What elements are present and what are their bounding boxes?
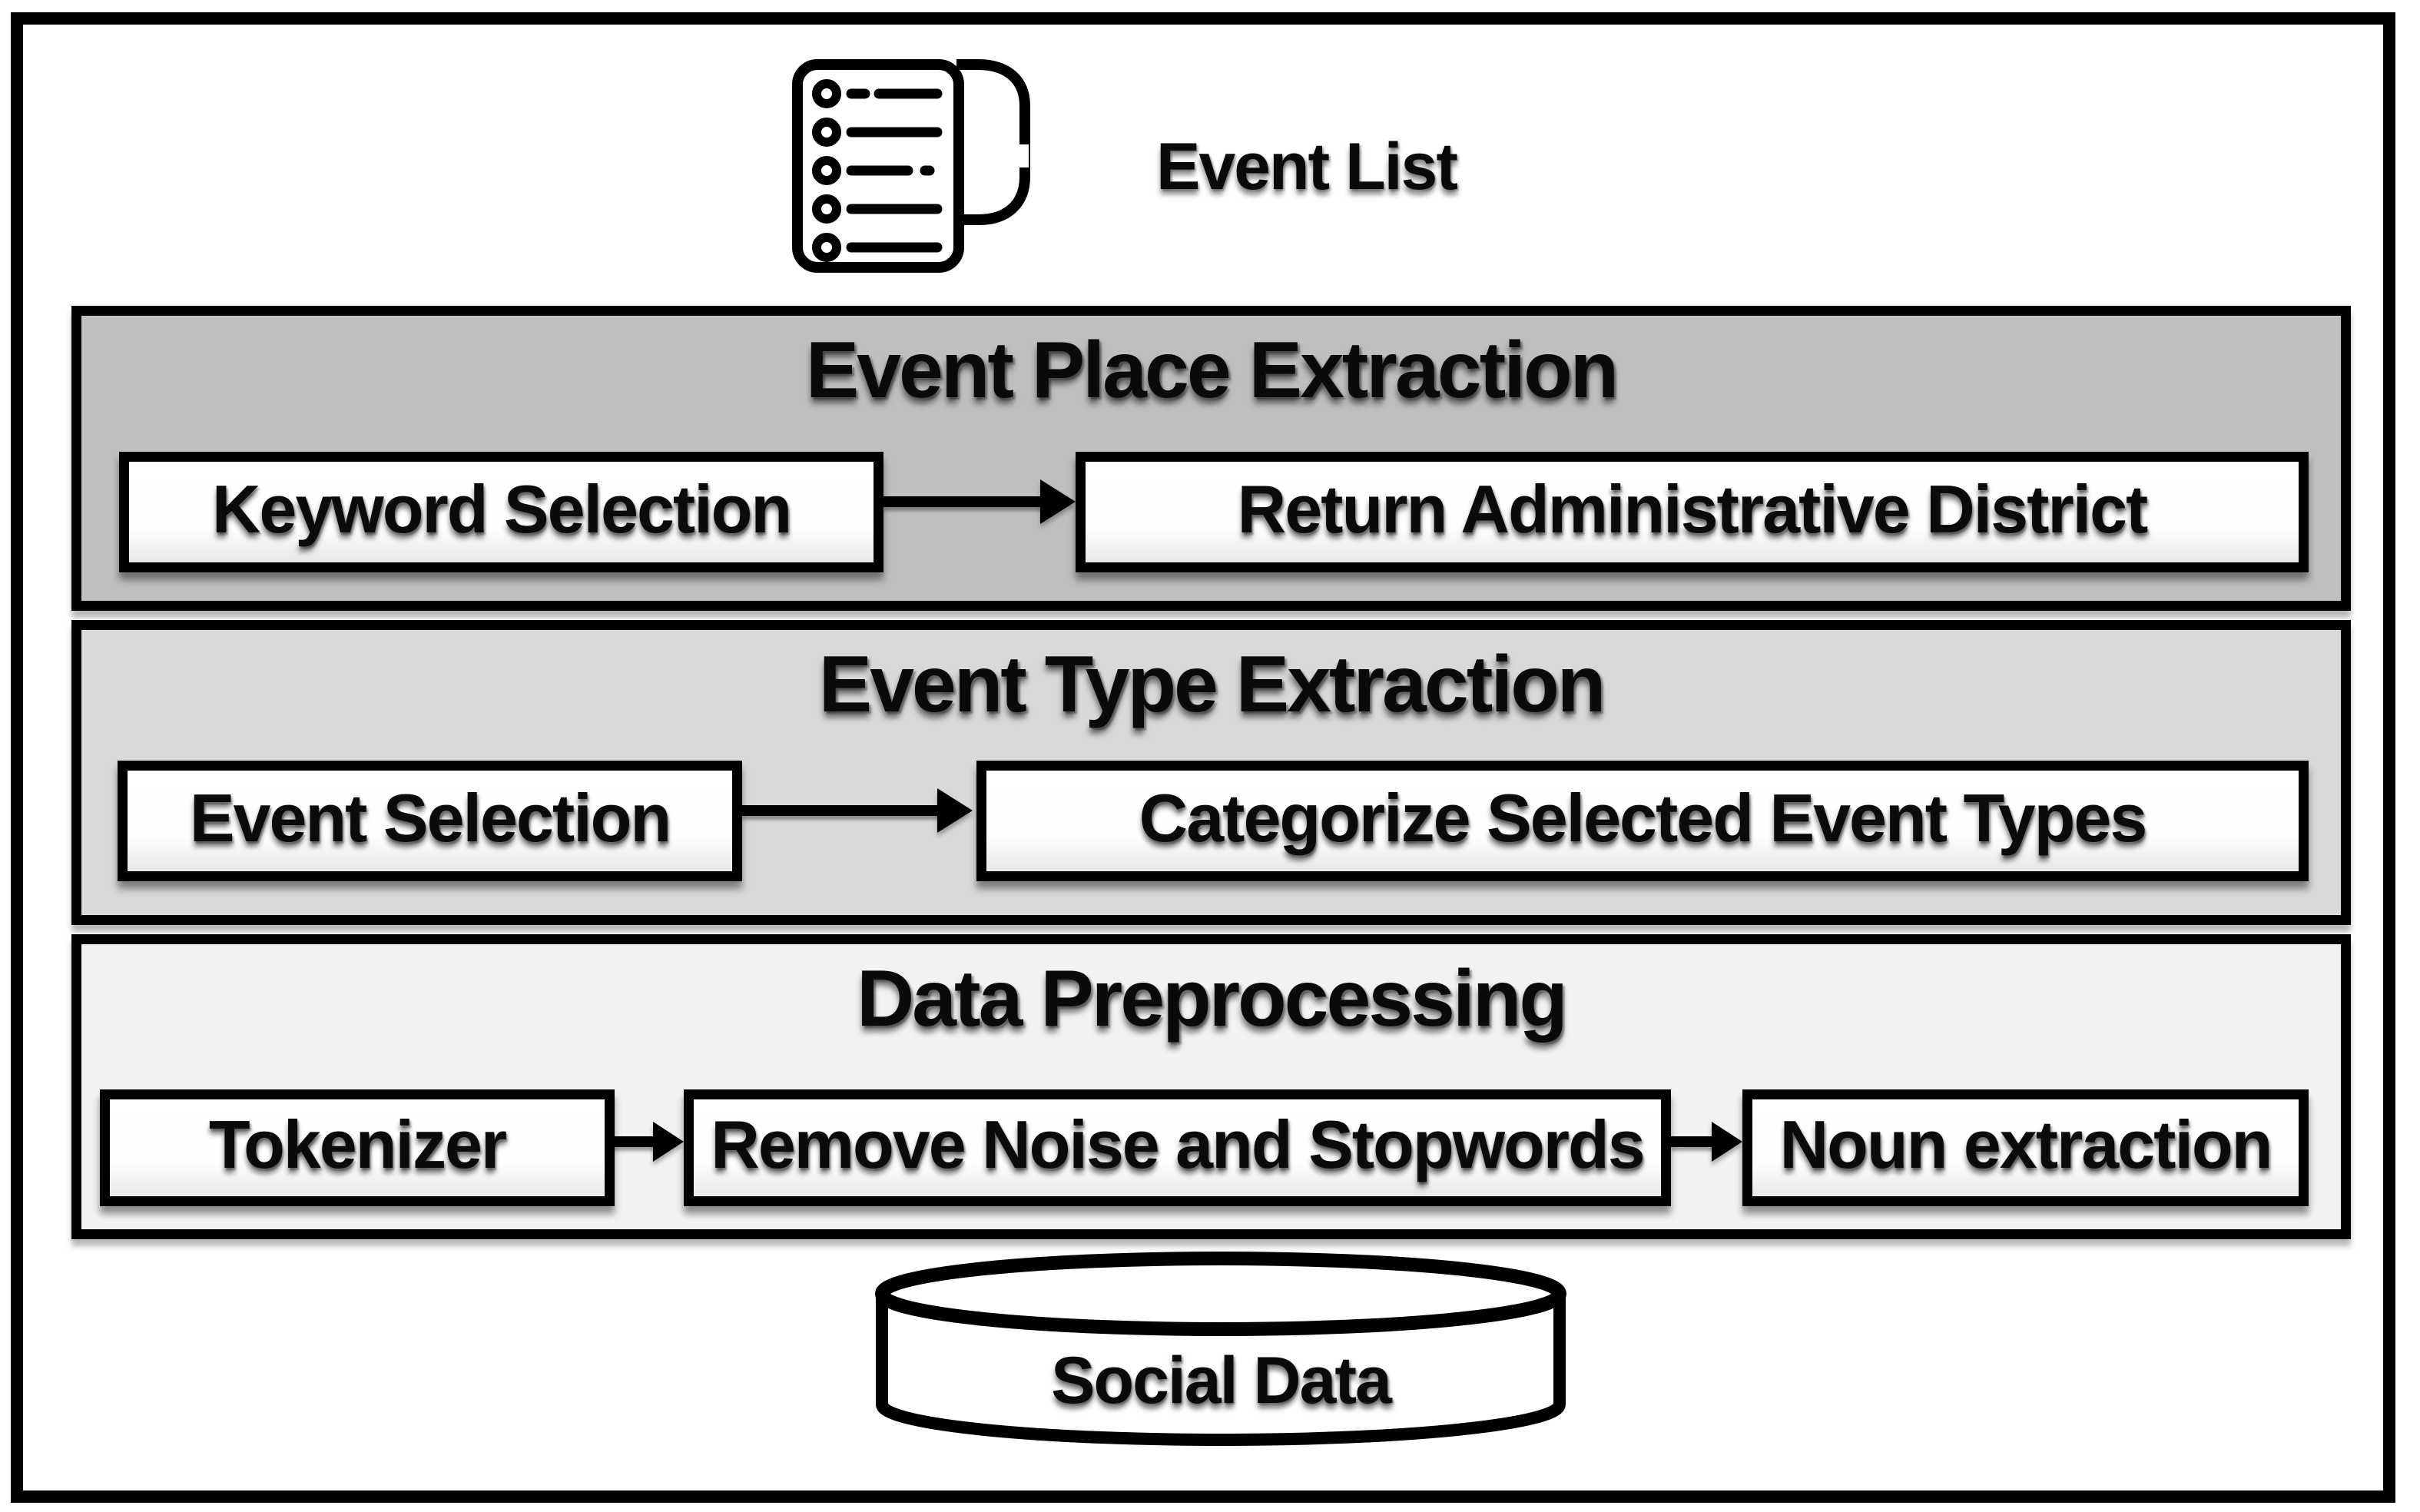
arrow-shaft (613, 1136, 659, 1147)
diagram-outer-frame (11, 12, 2395, 1503)
step-label-return-administrative-district: Return Administrative District (1237, 470, 2149, 547)
arrow-remove-noise-to-noun-extraction (1671, 1119, 1742, 1164)
arrow-shaft (742, 805, 945, 816)
database-cylinder-icon (875, 1252, 1566, 1446)
band-event-place-extraction: Event Place Extraction Keyword Selection… (71, 306, 2351, 611)
step-label-event-selection: Event Selection (189, 779, 671, 856)
arrow-selection-to-categorize (742, 788, 973, 833)
band-title-data-preprocessing: Data Preprocessing (857, 954, 1568, 1043)
step-box-noun-extraction: Noun extraction (1742, 1089, 2309, 1206)
arrow-head (653, 1122, 684, 1162)
arrow-head (937, 788, 973, 833)
step-box-keyword-selection: Keyword Selection (119, 452, 883, 572)
step-label-tokenizer: Tokenizer (208, 1106, 507, 1182)
step-box-return-administrative-district: Return Administrative District (1076, 452, 2309, 572)
step-box-tokenizer: Tokenizer (100, 1089, 615, 1206)
arrow-keyword-to-district (883, 479, 1076, 524)
arrow-shaft (1671, 1136, 1718, 1147)
band-title-event-place-extraction: Event Place Extraction (805, 326, 1619, 415)
event-list-label: Event List (1156, 129, 1458, 204)
band-data-preprocessing: Data Preprocessing Tokenizer Remove Nois… (71, 934, 2351, 1239)
event-list-icon (792, 59, 1030, 273)
band-event-type-extraction: Event Type Extraction Event Selection Ca… (71, 620, 2351, 925)
step-box-categorize-selected-event-types: Categorize Selected Event Types (976, 761, 2309, 881)
step-box-remove-noise-and-stopwords: Remove Noise and Stopwords (684, 1089, 1671, 1206)
step-box-event-selection: Event Selection (118, 761, 742, 881)
step-label-categorize-selected-event-types: Categorize Selected Event Types (1139, 779, 2148, 856)
step-label-noun-extraction: Noun extraction (1779, 1106, 2273, 1182)
band-title-event-type-extraction: Event Type Extraction (818, 640, 1606, 729)
social-data-database: Social Data (874, 1251, 1567, 1449)
arrow-shaft (883, 496, 1048, 507)
social-data-label: Social Data (1051, 1343, 1392, 1418)
arrow-head (1040, 479, 1076, 524)
arrow-head (1712, 1122, 1742, 1162)
step-label-keyword-selection: Keyword Selection (211, 470, 792, 547)
arrow-tokenizer-to-remove-noise (613, 1119, 684, 1164)
step-label-remove-noise-and-stopwords: Remove Noise and Stopwords (711, 1106, 1645, 1182)
